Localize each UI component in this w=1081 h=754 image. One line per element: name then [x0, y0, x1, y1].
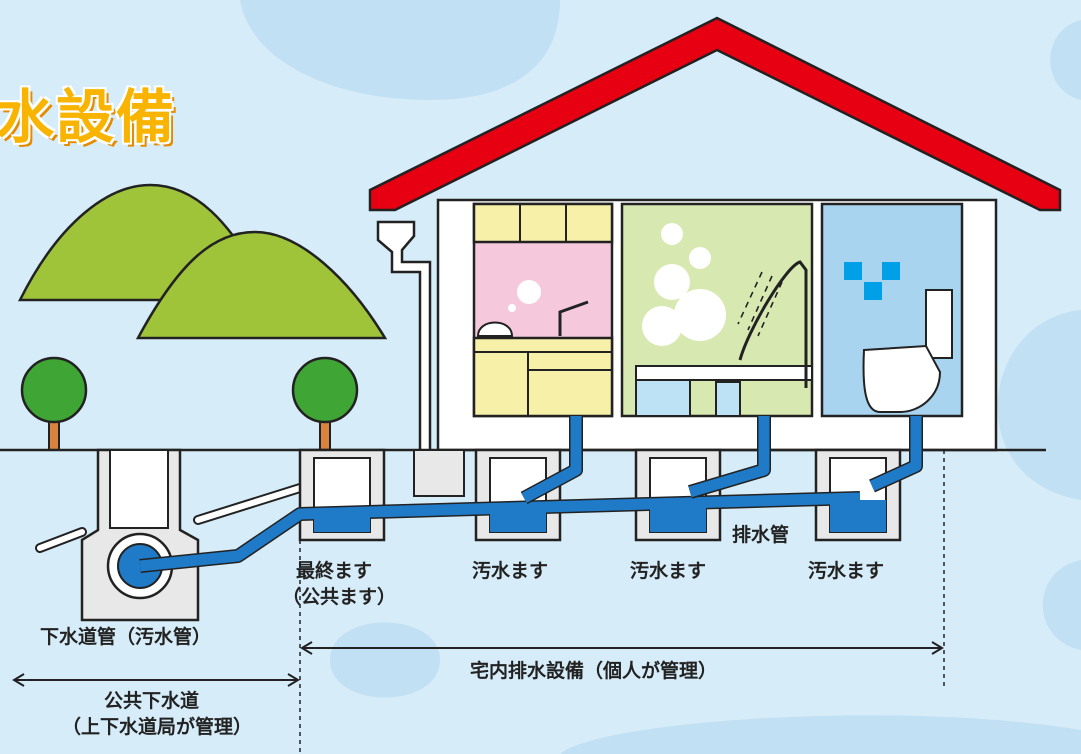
tree-right — [291, 356, 359, 451]
sewage-box-label-3: 汚水ます — [808, 560, 885, 582]
tree-left — [20, 356, 88, 451]
range-arrow-private — [300, 641, 944, 655]
water-in-boxes — [314, 500, 886, 532]
sewage-box-label-1: 汚水ます — [472, 560, 549, 582]
public-sewer-label-line2: （上下水道局が管理） — [62, 716, 253, 738]
drain-pipe-label: 排水管 — [732, 524, 790, 546]
final-box-label-line1: 最終ます — [296, 560, 373, 582]
background-clouds — [240, 0, 1081, 754]
hills — [17, 183, 388, 340]
water-pipes — [139, 416, 923, 573]
sewer-pipe-label: 下水道管（汚水管） — [40, 626, 212, 648]
final-box-label-line2: （公共ます） — [282, 586, 397, 608]
private-facility-label: 宅内排水設備（個人が管理） — [470, 660, 718, 682]
range-arrow-public — [12, 673, 300, 687]
downspout — [376, 220, 432, 482]
sewage-box-label-2: 汚水ます — [630, 560, 707, 582]
house — [368, 16, 1062, 452]
page-title: 水設備 — [0, 83, 177, 151]
public-sewer-label-line1: 公共下水道 — [104, 690, 200, 712]
